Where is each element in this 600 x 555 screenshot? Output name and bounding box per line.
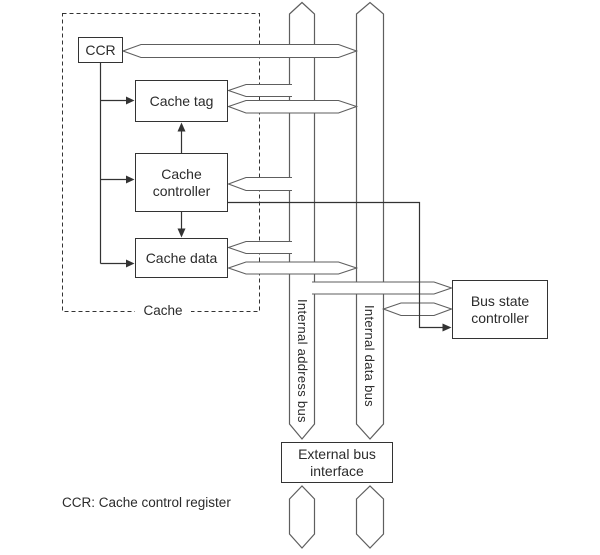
arrowhead-into-cache-data: [126, 259, 135, 268]
cache-tag-block: Cache tag: [135, 80, 228, 122]
arrowhead-down-cache-data: [177, 228, 186, 238]
cache-group-label: Cache: [135, 303, 191, 319]
cache-data-block: Cache data: [135, 238, 228, 278]
cache-controller-block-label: Cache controller: [152, 165, 211, 199]
arrowhead-into-bsc: [442, 323, 452, 332]
arrow-cache-data-data-bus: [226, 261, 359, 275]
arrow-address-bus-cache-data: [226, 240, 292, 255]
arrowhead-into-cache-controller: [126, 175, 135, 184]
external-bus-interface-block-label: External bus interface: [298, 445, 376, 479]
internal-address-bus-label: Internal address bus: [295, 299, 310, 423]
external-address-bus-stub: [288, 485, 316, 549]
ccr-caption: CCR: Cache control register: [62, 495, 231, 510]
internal-data-bus-shape: [355, 1, 385, 440]
arrow-ccr-data-bus: [121, 43, 359, 59]
arrow-address-bus-cache-controller: [226, 176, 292, 192]
arrow-cache-tag-data-bus: [226, 99, 359, 114]
arrowhead-up-cache-tag: [177, 122, 186, 132]
controller-to-bsc-line: [228, 201, 443, 329]
external-bus-interface-block: External bus interface: [281, 442, 393, 483]
arrow-data-bus-bsc: [381, 302, 454, 317]
cache-data-block-label: Cache data: [145, 249, 218, 266]
cache-tag-block-label: Cache tag: [149, 92, 214, 109]
bus-state-controller-block-label: Bus state controller: [470, 292, 530, 326]
arrowhead-into-cache-tag: [126, 96, 135, 105]
arrow-address-bus-cache-tag: [226, 83, 292, 98]
ccr-block: CCR: [78, 37, 123, 63]
ccr-control-line: [99, 63, 127, 265]
ccr-block-label: CCR: [85, 41, 116, 58]
internal-data-bus-label: Internal data bus: [362, 305, 377, 407]
bus-state-controller-block: Bus state controller: [452, 280, 548, 339]
cache-group-outline: [62, 13, 260, 312]
external-data-bus-stub: [355, 485, 385, 549]
arrow-address-bus-bsc: [312, 281, 454, 295]
cache-controller-block: Cache controller: [135, 153, 228, 212]
